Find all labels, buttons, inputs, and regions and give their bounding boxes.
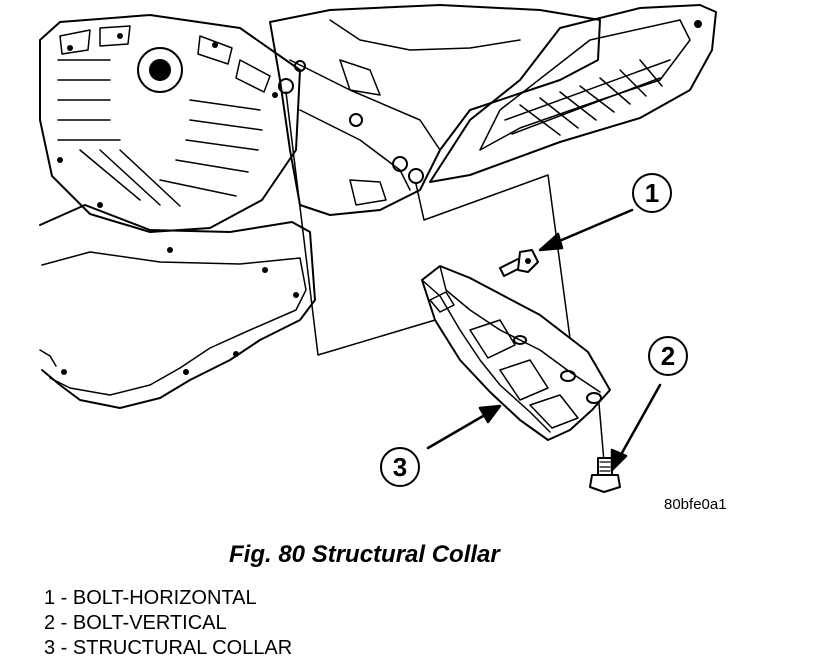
- callout-3-arrowhead: [478, 404, 502, 424]
- callout-2-number: 2: [661, 341, 675, 371]
- callout-3: 3: [380, 447, 420, 487]
- callout-2: 2: [648, 336, 688, 376]
- legend-item-2: 2 - BOLT-VERTICAL: [44, 612, 227, 634]
- legend-item-3: 3 - STRUCTURAL COLLAR: [44, 637, 293, 659]
- callout-3-number: 3: [393, 452, 407, 482]
- image-reference-code: 80bfe0a1: [664, 496, 727, 513]
- legend: 1 - BOLT-HORIZONTAL 2 - BOLT-VERTICAL 3 …: [44, 586, 292, 661]
- figure-caption: Fig. 80 Structural Collar: [229, 541, 500, 568]
- legend-item-1: 1 - BOLT-HORIZONTAL: [44, 587, 257, 609]
- callout-arrows: [426, 208, 662, 472]
- transmission-pan: [39, 204, 316, 409]
- oil-pan: [429, 4, 717, 183]
- callout-1-arrowhead: [538, 232, 564, 252]
- bolt-horizontal: [499, 249, 539, 277]
- callout-1-arrow: [548, 208, 634, 247]
- structural-collar: [421, 265, 611, 441]
- callout-2-arrowhead: [610, 448, 628, 472]
- callout-1: 1: [632, 173, 672, 213]
- callout-3-arrow: [426, 410, 492, 450]
- transmission-housing: [39, 14, 301, 233]
- callout-1-number: 1: [645, 178, 659, 208]
- callout-2-arrow: [616, 383, 662, 462]
- structural-collar-diagram: 1 2 3: [39, 4, 717, 493]
- bolt-vertical: [589, 457, 621, 493]
- engine-block: [269, 4, 601, 216]
